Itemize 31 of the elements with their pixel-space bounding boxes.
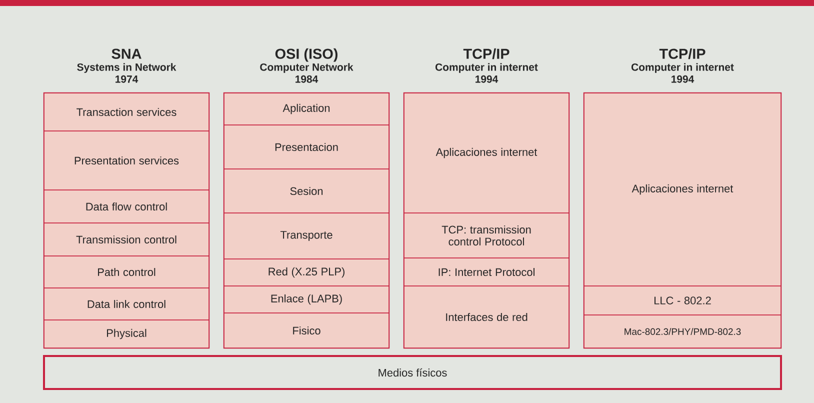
layer-box: Fisico	[224, 312, 390, 348]
layer-box: Transaction services	[44, 92, 210, 132]
layer-box: Data link control	[44, 288, 210, 320]
node-label: SNA	[112, 48, 142, 59]
media-box: Medios físicos	[43, 355, 782, 390]
layer-box: IP: Internet Protocol	[404, 258, 570, 286]
node-label: Computer in internet	[435, 63, 538, 73]
layer-box: Sesion	[224, 168, 390, 214]
layer-box: Aplication	[224, 92, 390, 126]
layer-box: Physical	[44, 320, 210, 348]
node-label: TCP/IP	[463, 48, 510, 60]
node-label: Computer in internet	[631, 63, 734, 73]
layer-box: Enlace (LAPB)	[224, 286, 390, 314]
layer-box: Path control	[44, 256, 210, 288]
layer-box: Transporte	[224, 212, 390, 260]
layer-box: TCP: transmission control Protocol	[404, 212, 570, 258]
layer-box: Red (X.25 PLP)	[224, 258, 390, 286]
node-label: 1994	[672, 75, 694, 83]
layer-box: Presentation services	[44, 130, 210, 190]
node-label: OSI (ISO)	[275, 48, 338, 62]
node-label: 1984	[296, 75, 318, 83]
layer-box: Transmission control	[44, 222, 210, 256]
node-label: Computer Network	[260, 63, 354, 73]
node-label: 1994	[476, 75, 498, 83]
node-label: TCP/IP	[659, 48, 706, 60]
layer-box: Data flow control	[44, 190, 210, 224]
node-label: 1974	[116, 75, 138, 83]
layer-box: Presentacion	[224, 124, 390, 170]
node-label: Systems in Network	[77, 63, 176, 73]
layer-box: Mac-802.3/PHY/PMD-802.3	[584, 314, 782, 348]
layer-box: LLC - 802.2	[584, 286, 782, 316]
